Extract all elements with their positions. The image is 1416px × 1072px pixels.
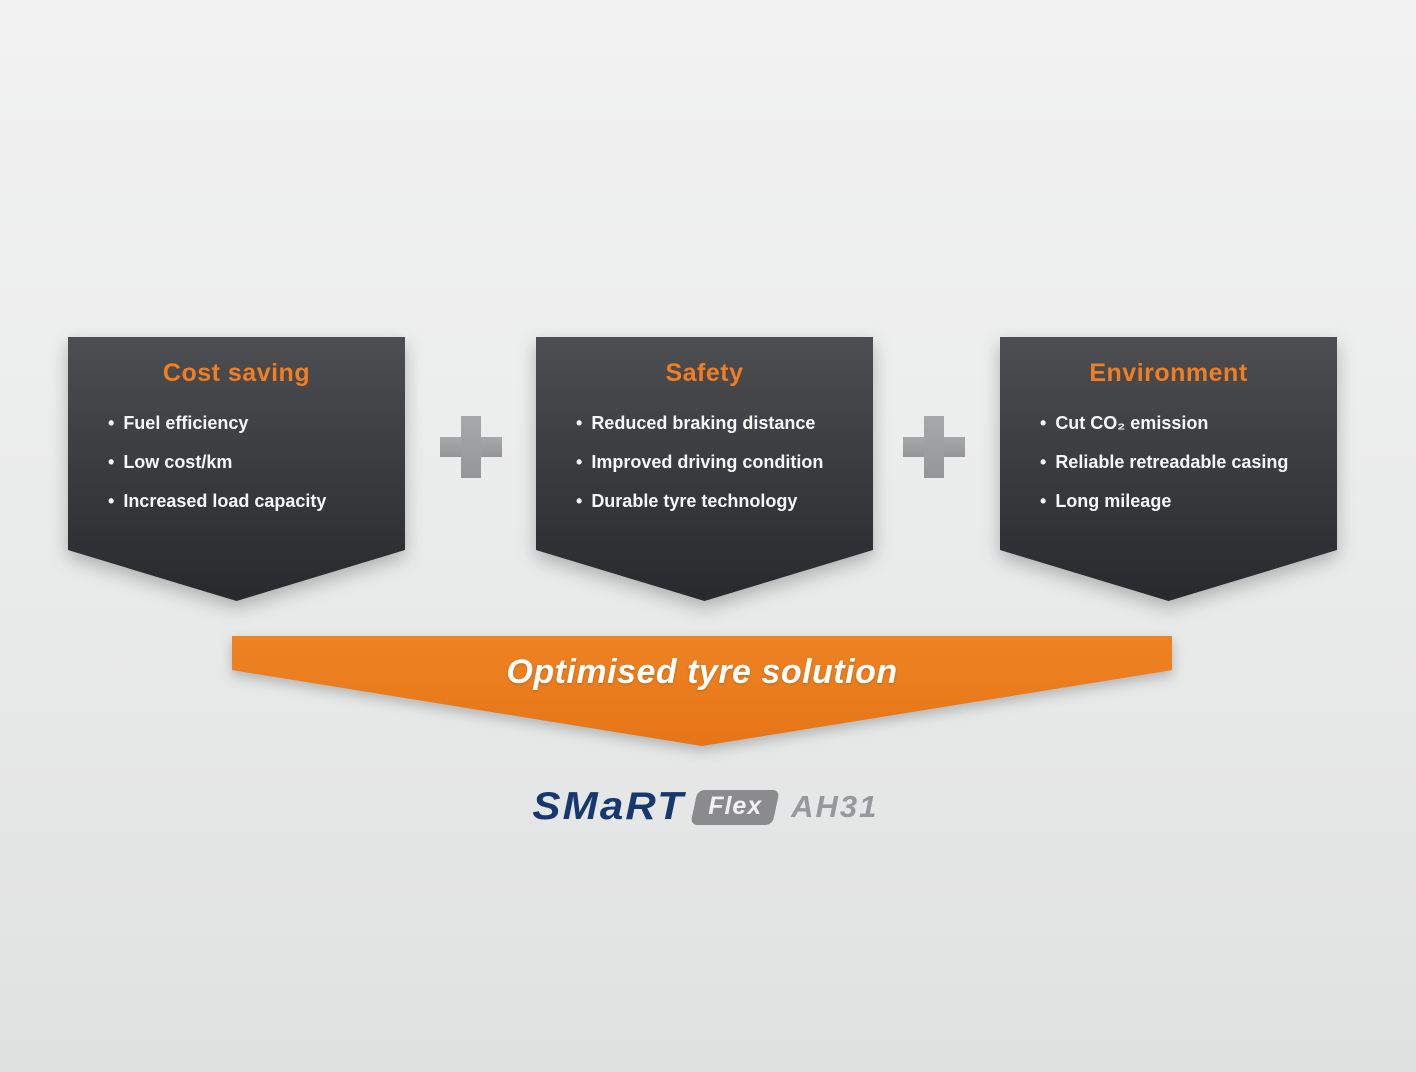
bullet-icon: • [108,491,115,511]
bullet-text: Improved driving condition [591,452,824,472]
bullet-icon: • [1040,413,1047,433]
panel-title: Cost saving [162,359,311,387]
bullet-icon: • [1040,491,1047,511]
bullet-text: Fuel efficiency [123,413,249,433]
bullet-icon: • [1040,452,1047,472]
panel-title: Environment [1089,359,1248,387]
bullet-item: • Low cost/km [108,443,397,482]
panel-chevron-shape: Environment • Cut CO₂ emission • Reliable … [1000,337,1337,601]
panel-chevron-shape: Cost saving • Fuel efficiency • Low cost/k… [68,337,405,601]
panel-environment: Environment • Cut CO₂ emission • Reliable … [1000,337,1337,601]
bullet-item: • Durable tyre technology [576,482,865,521]
bullet-list: • Fuel efficiency • Low cost/km • Increased… [108,404,397,521]
bullet-icon: • [576,413,583,433]
banner-label: Optimised tyre solution [506,653,898,691]
bullet-icon: • [108,452,115,472]
bullet-item: • Reliable retreadable casing [1040,443,1329,482]
bullet-text: Low cost/km [123,452,233,472]
bullet-list: • Reduced braking distance • Improved driv… [576,404,865,521]
bullet-item: • Increased load capacity [108,482,397,521]
bullet-text: Increased load capacity [123,491,327,511]
panel-title: Safety [665,359,744,387]
bullet-item: • Fuel efficiency [108,404,397,443]
panel-cost-saving: Cost saving • Fuel efficiency • Low cost/k… [68,337,405,601]
panel-chevron-shape: Safety • Reduced braking distance • Improv… [536,337,873,601]
logo-brand-text: SMaRT [531,785,685,828]
panel-safety: Safety • Reduced braking distance • Improv… [536,337,873,601]
bullet-list: • Cut CO₂ emission • Reliable retreadable … [1040,404,1329,521]
logo-badge-text: Flex [708,791,763,820]
bullet-text: Durable tyre technology [591,491,798,511]
optimised-solution-banner: Optimised tyre solution [232,636,1172,746]
bullet-text: Reliable retreadable casing [1055,452,1289,472]
plus-icon [903,416,965,478]
bullet-item: • Long mileage [1040,482,1329,521]
bullet-item: • Improved driving condition [576,443,865,482]
bullet-text: Cut CO₂ emission [1055,413,1209,433]
logo-model-text: AH31 [791,789,879,824]
bullet-icon: • [108,413,115,433]
bullet-icon: • [576,452,583,472]
logo-smart-flex-ah31: SMaRT Flex AH31 [0,782,1416,832]
bullet-text: Reduced braking distance [591,413,816,433]
logo-flex-badge: Flex [690,789,780,825]
plus-icon [440,416,502,478]
banner-chevron-shape: Optimised tyre solution [232,636,1172,746]
bullet-item: • Cut CO₂ emission [1040,404,1329,443]
bullet-text: Long mileage [1055,491,1172,511]
bullet-icon: • [576,491,583,511]
bullet-item: • Reduced braking distance [576,404,865,443]
